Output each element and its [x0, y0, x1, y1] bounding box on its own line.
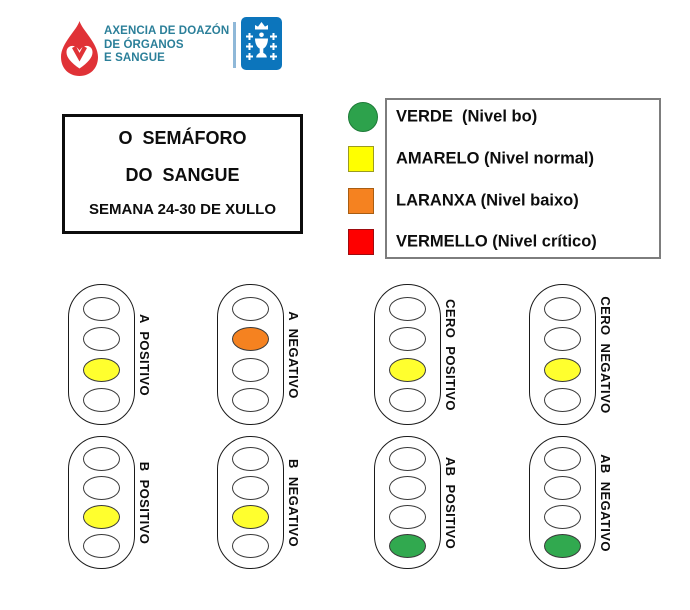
lamp-3-yellow: [83, 505, 120, 529]
lamp-4-green: [389, 534, 426, 558]
lamp-2-orange: [232, 327, 269, 352]
lamp-4-white: [83, 534, 120, 558]
lamp-1-white: [544, 447, 581, 471]
traffic-light-label-ab-negativo: AB NEGATIVO: [598, 453, 613, 552]
legend-label-amarelo: AMARELO (Nivel normal): [396, 149, 595, 168]
lamp-3-yellow: [544, 357, 581, 382]
logo-divider: [233, 22, 236, 68]
lamp-2-white: [83, 327, 120, 352]
legend-label-verde: VERDE (Nivel bo): [396, 107, 538, 126]
lamp-3-white: [232, 357, 269, 382]
traffic-light-b-positivo: [68, 436, 135, 569]
lamp-2-white: [389, 327, 426, 352]
traffic-light-label-cero-negativo: CERO NEGATIVO: [598, 295, 613, 414]
traffic-light-label-b-positivo: B POSITIVO: [137, 461, 152, 544]
lamp-1-white: [83, 447, 120, 471]
traffic-light-a-negativo: [217, 284, 284, 425]
xunta-galicia-emblem: [241, 17, 282, 70]
lamp-1-white: [389, 447, 426, 471]
lamp-4-white: [389, 388, 426, 413]
lamp-3-yellow: [83, 357, 120, 382]
traffic-light-label-a-positivo: A POSITIVO: [137, 313, 152, 396]
title-line-1: O SEMÁFORO: [118, 128, 247, 148]
agency-line-3: E SANGUE: [104, 52, 165, 64]
legend-swatch-laranxa: [348, 188, 374, 214]
agency-name: AXENCIA DE DOAZÓN DE ÓRGANOS E SANGUE: [104, 25, 229, 66]
lamp-3-white: [389, 505, 426, 529]
lamp-4-green: [544, 534, 581, 558]
lamp-3-white: [544, 505, 581, 529]
traffic-light-label-cero-positivo: CERO POSITIVO: [443, 298, 458, 411]
traffic-light-label-a-negativo: A NEGATIVO: [286, 310, 301, 399]
traffic-light-label-b-negativo: B NEGATIVO: [286, 458, 301, 547]
agency-line-2: DE ÓRGANOS: [104, 38, 184, 51]
lamp-3-yellow: [389, 357, 426, 382]
lamp-2-white: [83, 476, 120, 500]
lamp-2-white: [544, 476, 581, 500]
legend-label-vermello: VERMELLO (Nivel crítico): [396, 232, 597, 251]
traffic-light-cero-negativo: [529, 284, 596, 425]
lamp-3-yellow: [232, 505, 269, 529]
lamp-1-white: [83, 296, 120, 321]
traffic-light-ab-positivo: [374, 436, 441, 569]
traffic-light-label-ab-positivo: AB POSITIVO: [443, 456, 458, 549]
lamp-4-white: [232, 388, 269, 413]
traffic-light-b-negativo: [217, 436, 284, 569]
agency-line-1: AXENCIA DE DOAZÓN: [104, 25, 230, 37]
legend-swatch-amarelo: [348, 146, 374, 172]
lamp-2-white: [544, 327, 581, 352]
blood-drop-logo: [61, 21, 98, 76]
legend-swatch-vermello: [348, 229, 374, 255]
title-line-2: DO SANGUE: [125, 164, 240, 185]
legend-label-laranxa: LARANXA (Nivel baixo): [396, 191, 579, 210]
lamp-2-white: [232, 476, 269, 500]
legend-swatch-verde: [348, 102, 378, 132]
lamp-4-white: [83, 388, 120, 413]
legend-box: [385, 98, 661, 259]
title-line-3: SEMANA 24-30 DE XULLO: [89, 201, 276, 218]
lamp-2-white: [389, 476, 426, 500]
lamp-1-white: [389, 296, 426, 321]
lamp-1-white: [232, 296, 269, 321]
traffic-light-a-positivo: [68, 284, 135, 425]
lamp-1-white: [232, 447, 269, 471]
traffic-light-cero-positivo: [374, 284, 441, 425]
lamp-1-white: [544, 296, 581, 321]
lamp-4-white: [544, 388, 581, 413]
traffic-light-ab-negativo: [529, 436, 596, 569]
title-box: O SEMÁFORO DO SANGUE SEMANA 24-30 DE XUL…: [62, 114, 303, 234]
lamp-4-white: [232, 534, 269, 558]
